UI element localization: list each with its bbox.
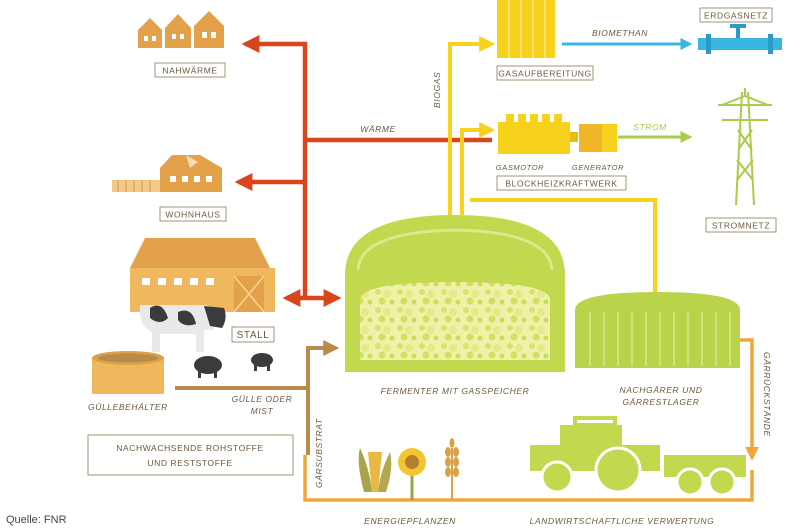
bhkw-label: BLOCKHEIZKRAFTWERK bbox=[505, 179, 617, 189]
slurry-tank-icon bbox=[92, 351, 164, 394]
wheat-icon bbox=[445, 438, 459, 500]
rohstoffe-box bbox=[87, 434, 294, 476]
gasaufbereitung-label: GASAUFBEREITUNG bbox=[498, 69, 592, 79]
district-houses-icon bbox=[138, 11, 224, 48]
gaersubstrat-label: GÄRSUBSTRAT bbox=[314, 418, 324, 488]
nahwaerme-label: NAHWÄRME bbox=[162, 66, 217, 76]
nahwaerme-box bbox=[154, 62, 226, 78]
strom-label: STROM bbox=[633, 122, 667, 132]
stall-box bbox=[231, 326, 275, 343]
corn-icon bbox=[358, 448, 392, 492]
gasaufbereitung-box bbox=[496, 65, 594, 81]
wohnhaus-box bbox=[159, 206, 227, 222]
source-caption: Quelle: FNR bbox=[6, 514, 67, 526]
fermenter-label: FERMENTER MIT GASSPEICHER bbox=[381, 386, 530, 396]
barn-icon bbox=[130, 238, 275, 313]
digestate-return-flow bbox=[303, 455, 754, 502]
nachgaerer-label-2: GÄRRESTLAGER bbox=[622, 397, 699, 407]
energiepflanzen-label: ENERGIEPFLANZEN bbox=[364, 516, 456, 526]
gasmotor-label: GASMOTOR bbox=[496, 163, 544, 172]
guelle-label-2: MIST bbox=[251, 406, 274, 416]
digestate-flow bbox=[740, 338, 759, 461]
tractor-icon bbox=[530, 416, 746, 497]
stall-label: STALL bbox=[237, 330, 270, 341]
gaerrueckstaende-label: GÄRRÜCKSTÄNDE bbox=[762, 352, 772, 437]
fermenter-icon bbox=[345, 215, 565, 372]
biomethan-label: BIOMETHAN bbox=[592, 28, 648, 38]
substrate-flow bbox=[306, 340, 340, 455]
rohstoffe-label-2: UND RESTSTOFFE bbox=[147, 458, 232, 468]
cow-icon bbox=[139, 305, 226, 352]
guellebehaelter-label: GÜLLEBEHÄLTER bbox=[88, 402, 168, 412]
generator-label: GENERATOR bbox=[572, 163, 624, 172]
guelle-label-1: GÜLLE ODER bbox=[232, 394, 293, 404]
residential-house-icon bbox=[112, 155, 222, 192]
nachgaerer-label-1: NACHGÄRER UND bbox=[620, 385, 703, 395]
wohnhaus-label: WOHNHAUS bbox=[165, 210, 220, 220]
biogas-label: BIOGAS bbox=[432, 72, 442, 108]
rohstoffe-label-1: NACHWACHSENDE ROHSTOFFE bbox=[116, 443, 263, 453]
waerme-label: WÄRME bbox=[360, 124, 396, 134]
biogas-flow bbox=[448, 36, 657, 298]
landwirtschaft-label: LANDWIRTSCHAFTLICHE VERWERTUNG bbox=[530, 516, 715, 526]
bhkw-box bbox=[496, 175, 627, 191]
erdgasnetz-box bbox=[699, 7, 773, 23]
sunflower-icon bbox=[398, 448, 426, 500]
erdgasnetz-label: ERDGASNETZ bbox=[704, 11, 768, 21]
heat-flow bbox=[234, 35, 492, 307]
gas-grid-pipe-icon bbox=[698, 24, 782, 54]
stromnetz-box bbox=[705, 217, 777, 233]
post-digester-icon bbox=[575, 292, 740, 368]
gas-engine-icon bbox=[498, 114, 578, 154]
generator-icon bbox=[579, 124, 617, 152]
power-pylon-icon bbox=[718, 88, 772, 206]
gas-upgrading-icon bbox=[497, 0, 555, 58]
stromnetz-label: STROMNETZ bbox=[712, 221, 770, 231]
pig-icon bbox=[194, 353, 273, 378]
